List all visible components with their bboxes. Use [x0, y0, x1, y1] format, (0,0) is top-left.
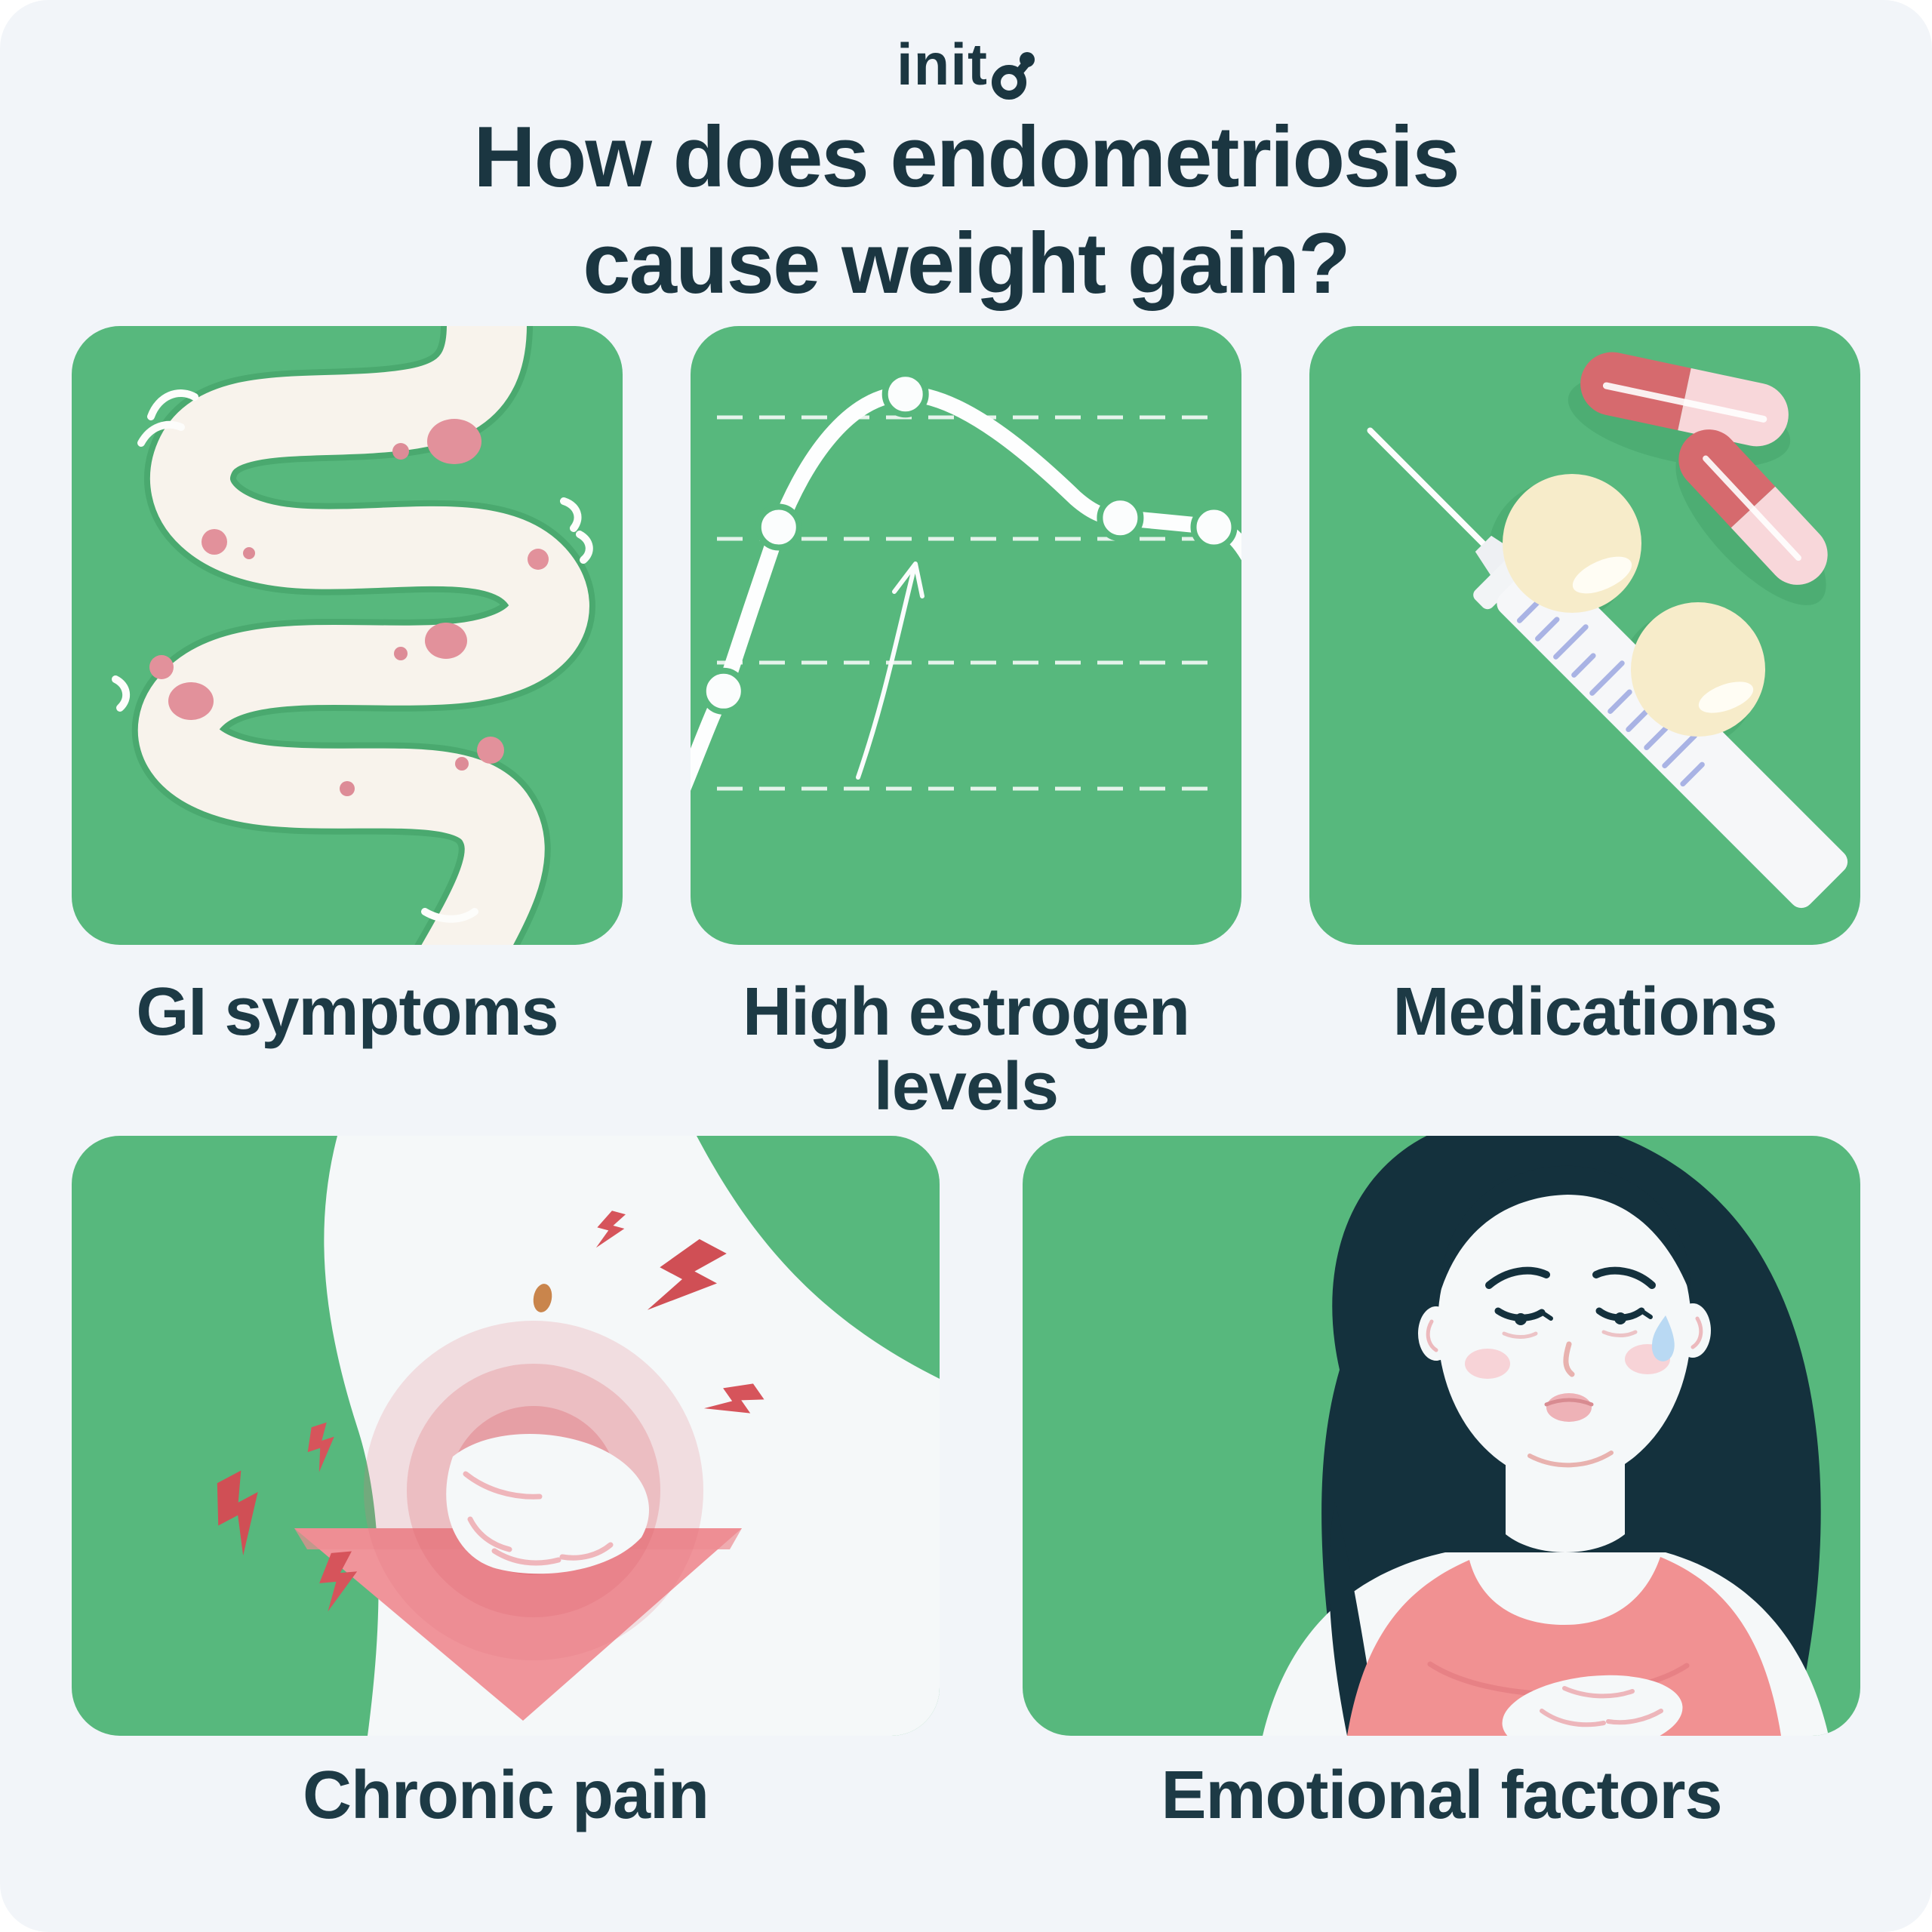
intestine-tube [132, 326, 595, 945]
chart-gridlines [717, 415, 1217, 791]
pill-icon [1631, 602, 1765, 737]
motion-squiggles [112, 389, 593, 923]
panel-chronic-pain [72, 1136, 940, 1736]
panel-gi-symptoms [72, 326, 623, 945]
chart-data-point [700, 667, 747, 715]
label-high-estrogen: High estrogen levels [742, 974, 1190, 1124]
syringe-icon [1367, 427, 1848, 909]
sad-woman-icon [1263, 1136, 1829, 1736]
eye-bags [1502, 1330, 1638, 1339]
chin-crease [1527, 1451, 1614, 1468]
capsule-icon [1580, 352, 1789, 447]
tear-drop [1651, 1315, 1675, 1361]
face [1438, 1169, 1691, 1483]
pelvic-area [294, 1528, 742, 1721]
chart-data-point [881, 371, 929, 418]
sad-mouth [1544, 1393, 1594, 1422]
pill-icon [1503, 474, 1641, 613]
neckline-skin [1469, 1557, 1660, 1625]
estrogen-line-chart-icon [691, 371, 1241, 792]
intestines-icon [112, 326, 595, 945]
hands-folded [1502, 1675, 1683, 1736]
capsule-icon [1678, 429, 1828, 585]
label-emotional-factors: Emotional factors [1161, 1758, 1722, 1833]
nose [1563, 1341, 1575, 1377]
background-wedge [697, 1136, 940, 1379]
panel-high-estrogen [691, 326, 1241, 945]
chart-data-point [1097, 494, 1144, 542]
page-title: How does endometriosis cause weight gain… [0, 104, 1932, 318]
title-line-1: How does endometriosis [473, 109, 1460, 205]
label-gi-symptoms: GI symptoms [136, 974, 558, 1050]
brand-logo: init [0, 35, 1932, 103]
logo-o-molecule-icon [991, 52, 1035, 100]
chart-data-points [700, 371, 1238, 715]
panel-emotional-factors [1023, 1136, 1860, 1736]
hair-fringe [1439, 1165, 1692, 1296]
inflammation-spots [149, 419, 549, 796]
navel [533, 1284, 552, 1312]
label-medications: Medications [1392, 974, 1777, 1050]
ears [1418, 1303, 1711, 1361]
panel-medications [1309, 326, 1860, 945]
estrogen-curve [691, 386, 1241, 792]
chart-data-point [755, 503, 802, 551]
abdominal-pain-icon [217, 1136, 940, 1736]
label-chronic-pain: Chronic pain [302, 1758, 709, 1833]
logo-text: init [897, 31, 988, 97]
chart-data-point [1190, 503, 1238, 551]
eyes [1494, 1307, 1653, 1325]
title-line-2: cause weight gain? [583, 216, 1351, 312]
eyebrows [1485, 1266, 1656, 1289]
pain-bolt-icons [217, 1211, 764, 1612]
rise-arrow [856, 561, 924, 780]
hand-icon [446, 1433, 649, 1574]
syringe-and-pills-icon [1367, 352, 1848, 909]
